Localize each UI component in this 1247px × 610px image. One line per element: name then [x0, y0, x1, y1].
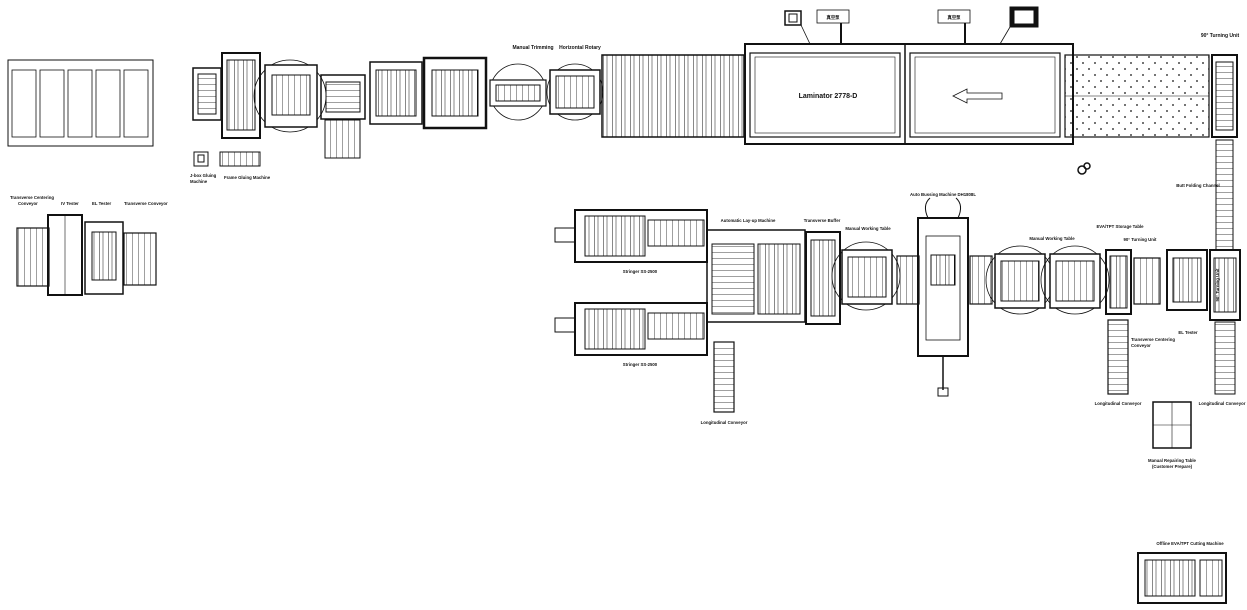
- panel-tag-2: 真空泵: [948, 14, 962, 21]
- manual-repairing-label-1: Manual Repairing Table: [1148, 458, 1197, 463]
- transverse-centering-left-2: Conveyor: [18, 201, 38, 206]
- left-testing-group: [16, 214, 157, 296]
- frame-gluing-label: Frame Gluing Machine: [224, 175, 271, 180]
- transverse-centering-right-1: Transverse Centering: [1131, 337, 1175, 342]
- longitudinal-2-label: Longitudinal Conveyor: [1095, 401, 1142, 406]
- panel-tag-1: 真空泵: [827, 14, 841, 21]
- transverse-centering-left-1: Transverse Centering: [10, 195, 54, 200]
- transverse-conveyor-label: Transverse Conveyor: [124, 201, 168, 206]
- el-tester-left-label: EL Tester: [92, 201, 112, 206]
- auto-layup-label: Automatic Lay-up Machine: [721, 218, 776, 223]
- manual-trimming-label: Manual Trimming: [512, 45, 553, 51]
- turning-unit-mid-label: 90° Turning Unit: [1124, 237, 1157, 242]
- longitudinal-3-label: Longitudinal Conveyor: [1199, 401, 1246, 406]
- jbox-gluing-label-1: J-box Gluing: [190, 173, 217, 178]
- transverse-centering-right-2: Conveyor: [1131, 343, 1151, 348]
- manual-working-tables-right: [969, 245, 1208, 449]
- manual-working-2-label: Manual Working Table: [1029, 236, 1075, 241]
- iv-tester-label: IV Tester: [61, 201, 79, 206]
- offline-cutting-machine: [1137, 552, 1227, 604]
- layup-section: [706, 229, 920, 413]
- auto-bussing-label: Auto Bussing Machine DH1808L: [910, 192, 976, 197]
- eva-storage-label: EVA/TPT Storage Table: [1096, 224, 1144, 229]
- solar-module-outline: [7, 59, 154, 147]
- offline-cutting-label: Offline EVA/TPT Cutting Machine: [1156, 541, 1224, 546]
- manual-working-1-label: Manual Working Table: [845, 226, 891, 231]
- horizontal-rotary-label: Horizontal Rotary: [559, 45, 601, 51]
- stringer-bottom-label: Stringer SS-2500: [623, 362, 658, 367]
- butt-folding-label: Butt Folding Channel: [1176, 183, 1219, 188]
- laminator-label: Laminator 2778-D: [799, 93, 858, 100]
- right-vertical-conveyors: [1209, 54, 1241, 395]
- longitudinal-1-label: Longitudinal Conveyor: [701, 420, 748, 425]
- auto-bussing-machine: [917, 197, 969, 397]
- jbox-gluing-label-2: Machine: [190, 179, 208, 184]
- stringer-machines: Stringer SS-2500 Stringer SS-2500: [554, 209, 708, 367]
- top-line-frame-section: [192, 52, 745, 159]
- laminator: Laminator 2778-D 真空泵 真空泵: [744, 6, 1210, 175]
- turning-unit-side-label: 90° Turning Unit: [1215, 268, 1220, 301]
- el-tester-right-label: EL Tester: [1178, 330, 1198, 335]
- transverse-buffer-label: Transverse Buffer: [804, 218, 841, 223]
- stringer-top-label: Stringer SS-2500: [623, 269, 658, 274]
- manual-repairing-label-2: (Customer Prepare): [1152, 464, 1193, 469]
- turning-unit-top-label: 90° Turning Unit: [1201, 33, 1240, 39]
